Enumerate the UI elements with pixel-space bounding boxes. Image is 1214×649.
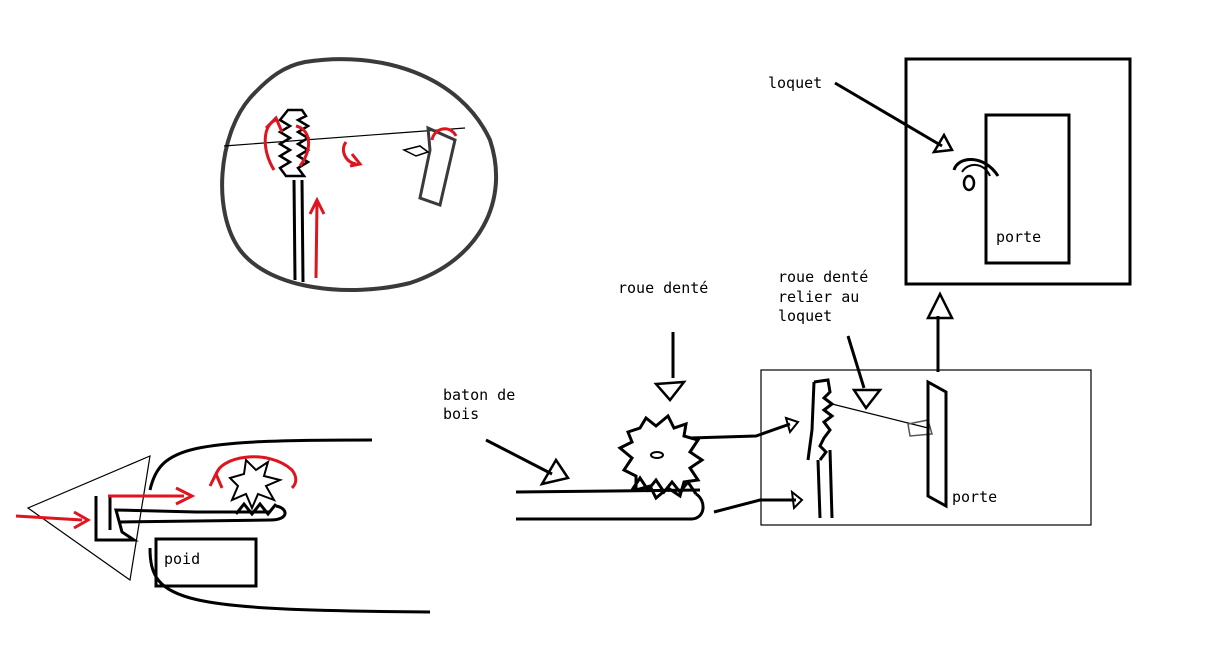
arrow-loquet [834, 81, 943, 148]
label-porte-top: porte [996, 228, 1041, 246]
funnel-triangle [26, 455, 151, 582]
weight-box [154, 537, 258, 588]
detail-circle-group [220, 57, 499, 293]
arrow-loquet-head [931, 132, 954, 154]
red-arrow-input [15, 514, 83, 522]
arrow-stick-to-box [713, 498, 796, 514]
label-poid: poid [164, 550, 200, 568]
label-roue-relier-2: relier au [778, 288, 859, 306]
small-rack [234, 501, 278, 517]
red-arrow-up [314, 201, 319, 279]
label-roue-relier-3: loquet [778, 307, 832, 325]
mechanism-box-group: roue denté relier au loquet porte [760, 268, 1092, 526]
red-arrow-middle [341, 141, 357, 166]
arrow-roue-relier [846, 335, 866, 389]
detail-hook [401, 145, 430, 157]
arrow-roue-dente-head [653, 380, 687, 402]
door-top [984, 113, 1071, 265]
label-porte-bottom: porte [952, 488, 997, 506]
label-baton-1: baton de [443, 386, 515, 404]
label-baton-2: bois [443, 405, 479, 423]
label-loquet-top: loquet [768, 74, 822, 92]
red-arrow-rotate [214, 455, 298, 490]
arrow-up-head [925, 291, 955, 320]
baton-upper [515, 488, 701, 494]
door-slab [926, 379, 948, 509]
box-spring [813, 378, 835, 461]
big-gear-hub [650, 451, 664, 459]
arrow-baton [485, 438, 553, 476]
housing-bottom [148, 547, 431, 614]
bottom-left-mechanism: poid [15, 438, 431, 614]
red-arrow-latch [430, 127, 458, 141]
star-gear [228, 457, 284, 511]
big-gear [617, 413, 705, 501]
arrow-gear-to-box [689, 422, 791, 440]
label-roue-dente: roue denté [618, 279, 708, 297]
detail-circle [220, 57, 499, 293]
housing-top [148, 438, 373, 491]
box-rod-left [816, 459, 822, 519]
box-rod-right [828, 449, 834, 519]
door-frame-group: porte loquet [768, 57, 1132, 372]
door-frame [904, 57, 1132, 286]
arrow-baton-head [539, 457, 571, 486]
rack-teeth [630, 475, 698, 495]
middle-gear-group: roue denté baton de bois [443, 279, 804, 521]
detail-latch [418, 125, 457, 207]
latch-knob [952, 158, 1000, 177]
label-roue-relier-1: roue denté [778, 268, 868, 286]
baton-lower [516, 492, 705, 521]
box-latch [907, 419, 933, 437]
detail-rod-right [300, 179, 305, 283]
latch-ring [962, 174, 976, 192]
mechanism-box [760, 369, 1092, 526]
red-arrow-spring-right [295, 124, 310, 167]
box-string [831, 403, 929, 429]
detail-rod-left [292, 179, 297, 281]
inner-stick [94, 496, 270, 542]
detail-spring [277, 108, 311, 178]
arrow-roue-relier-head [851, 388, 883, 411]
